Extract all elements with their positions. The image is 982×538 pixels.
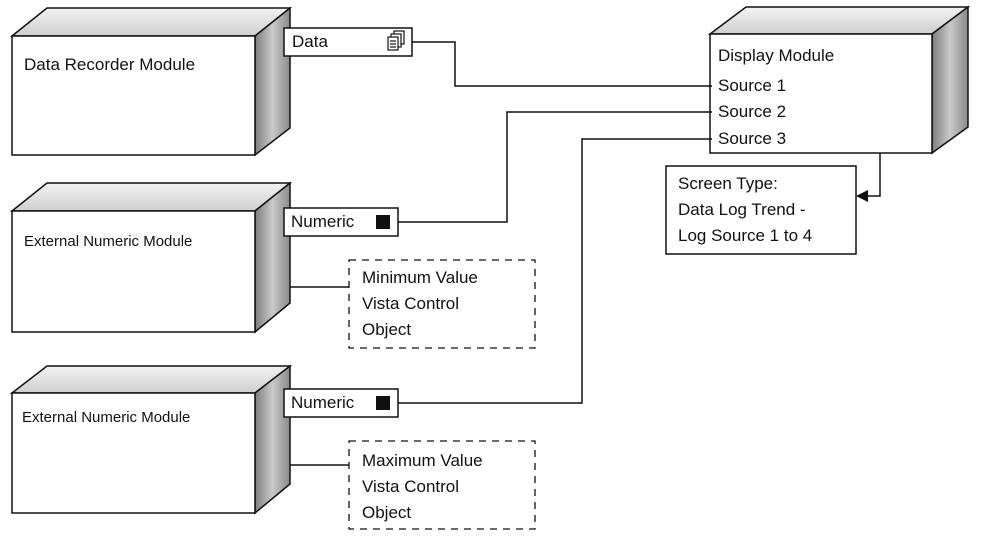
numeric2-to-source3-line [398,138,712,404]
screen-type-line-3: Log Source 1 to 4 [678,226,813,245]
max-value-note-box [348,440,536,530]
arrowhead-icon [856,190,868,202]
screen-type-note-box [665,165,857,255]
numeric1-to-source2-line [398,111,712,223]
min-value-line-3: Object [362,320,412,339]
data-port-label: Data [292,32,328,51]
min-value-note-box [348,259,536,349]
external-numeric-module-2-title: External Numeric Module [22,409,191,426]
display-module-title: Display Module [718,46,835,65]
min-value-line-1: Minimum Value [362,268,478,287]
numeric-port-1-label: Numeric [291,212,355,231]
numeric-port-2-label: Numeric [291,393,355,412]
display-module-box [707,5,971,155]
external-numeric-module-1-title: External Numeric Module [24,233,193,250]
min-value-line-2: Vista Control [362,294,460,313]
display-source-3: Source 3 [718,129,787,148]
document-stack-icon [387,30,405,51]
max-value-line-3: Object [362,503,412,522]
display-source-2: Source 2 [718,102,787,121]
screen-type-line-2: Data Log Trend - [678,200,806,219]
data-to-source1-line [412,41,712,87]
display-to-screen-type-line [866,153,881,197]
filled-square-icon [376,396,390,410]
max-value-line-2: Vista Control [362,477,460,496]
display-source-1: Source 1 [718,76,787,95]
data-port-box [283,27,413,57]
external-numeric-module-2-box [9,364,293,515]
screen-type-line-1: Screen Type: [678,174,778,193]
external-numeric-module-1-box [9,181,293,334]
data-recorder-module-title: Data Recorder Module [24,55,196,74]
max-value-line-1: Maximum Value [362,451,483,470]
data-recorder-module-box [9,6,293,157]
filled-square-icon [376,215,390,229]
connector-lines [290,41,881,466]
